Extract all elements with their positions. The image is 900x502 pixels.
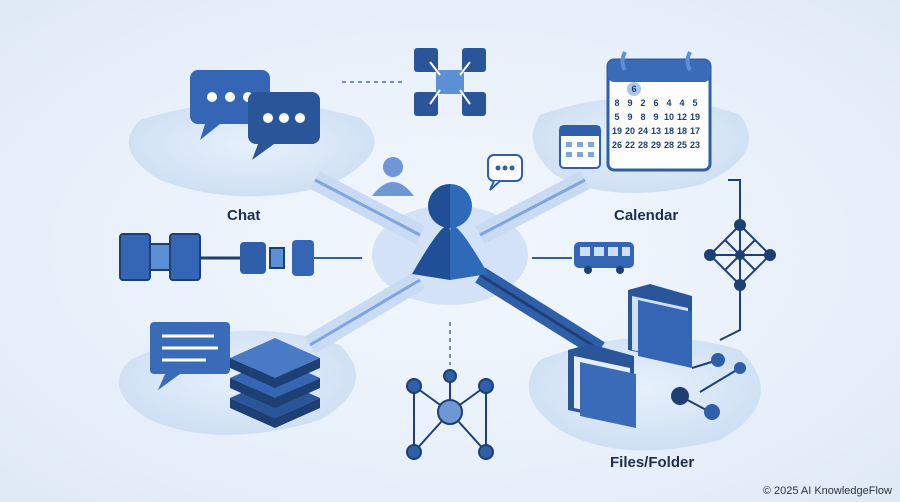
calendar-label: Calendar [614,207,679,224]
chat-bubbles-icon [190,70,320,160]
folders-icon [568,284,746,428]
calendar-date: 5 [614,112,619,122]
calendar-date: 26 [612,140,622,150]
document-bubble-icon [150,322,230,390]
calendar-date: 18 [664,126,674,136]
bus-icon [574,242,634,274]
calendar-date: 28 [664,140,674,150]
calendar-date: 22 [625,140,635,150]
calendar-date: 29 [651,140,661,150]
calendar-date: 28 [638,140,648,150]
calendar-date: 10 [664,112,674,122]
database-stack-icon [230,338,320,428]
calendar-date: 17 [690,126,700,136]
files-folder-label: Files/Folder [610,454,695,471]
hub-network-icon [406,369,494,460]
calendar-date: 9 [627,98,632,108]
calendar-date: 4 [679,98,684,108]
calendar-date: 6 [631,84,636,94]
calendar-date: 9 [627,112,632,122]
calendar-date: 9 [653,112,658,122]
calendar-date: 13 [651,126,661,136]
calendar-date: 8 [640,112,645,122]
chat-label: Chat [227,207,261,224]
copyright-footer: © 2025 AI KnowledgeFlow [762,485,892,497]
calendar-date: 2 [640,98,645,108]
calendar-date: 6 [653,98,658,108]
calendar-date: 4 [666,98,671,108]
calendar-date: 19 [690,112,700,122]
calendar-date: 20 [625,126,635,136]
calendar-date: 19 [612,126,622,136]
calendar-date: 5 [692,98,697,108]
connection-roads [304,81,605,365]
mesh-network-icon [704,179,776,341]
calendar-date: 8 [614,98,619,108]
calendar-date: 23 [690,140,700,150]
calendar-date: 12 [677,112,687,122]
calendar-date: 18 [677,126,687,136]
network-nodes-icon [414,48,486,116]
calendar-date: 24 [638,126,648,136]
calendar-date: 25 [677,140,687,150]
user-icon [372,154,523,280]
cable-connector-icon [119,233,314,281]
